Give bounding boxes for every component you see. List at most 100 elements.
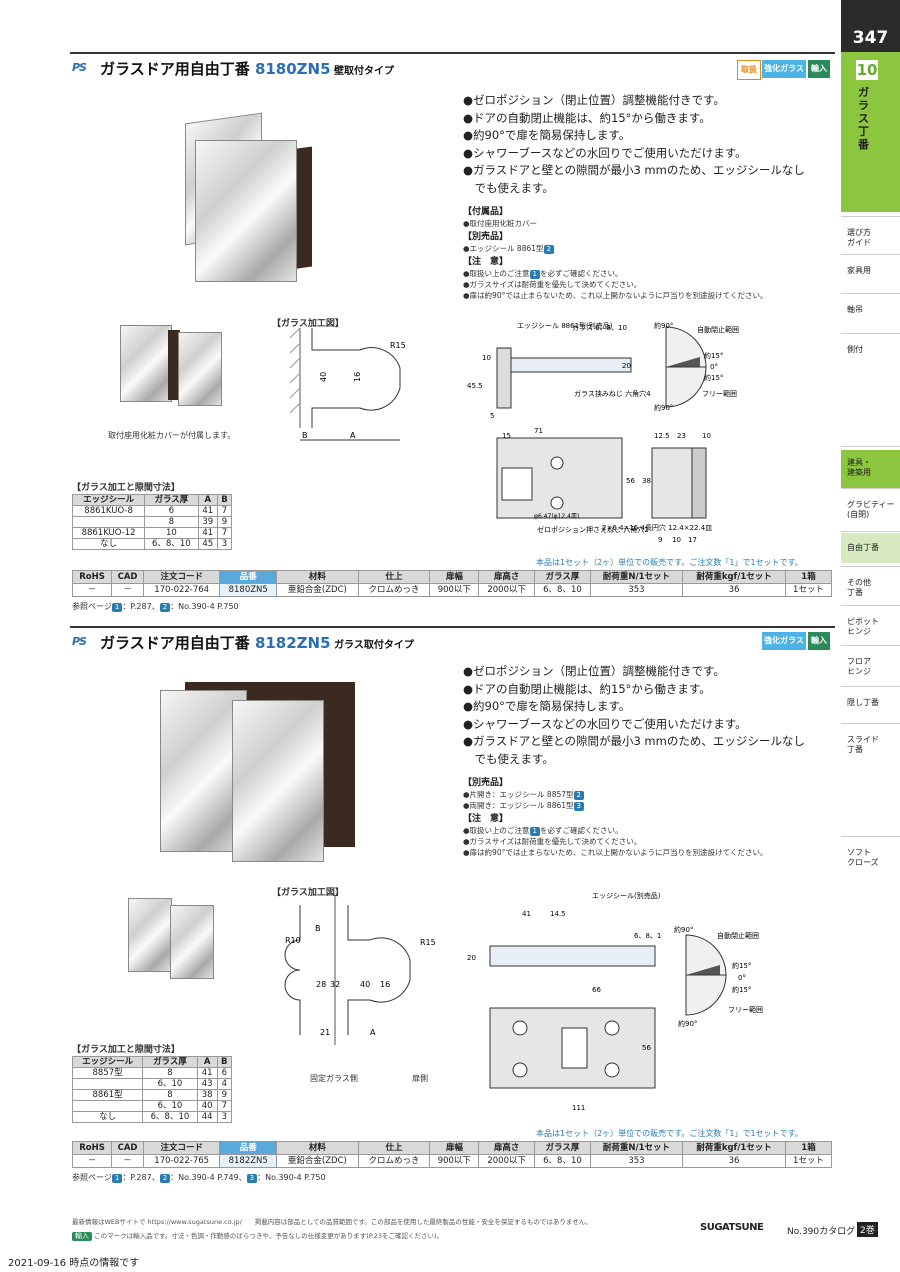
gap-table-heading: 【ガラス加工と隙間寸法】 [72, 1045, 180, 1055]
table-cell: 6、10 [142, 1100, 198, 1112]
range-0: 0° [738, 974, 746, 982]
spec-col-header: 1箱 [785, 1141, 832, 1155]
dim-40: 40 [319, 372, 328, 382]
table-cell: 10 [144, 527, 199, 539]
sidebar-item[interactable]: グラビティー (自閉) [847, 500, 895, 519]
table-cell: 900以下 [429, 583, 480, 597]
sale-note-2: 本品は1セット（2ヶ）単位での販売です。ご注文数「1」で1セットです。 [536, 1129, 803, 1138]
table-cell: 8861型 [71, 1089, 144, 1101]
sidebar-item[interactable]: フロア ヒンジ [847, 657, 871, 676]
table-cell: 8861KUO-12 [71, 527, 146, 539]
spec-col-header: 品番 [219, 570, 277, 584]
gap-col-header: ガラス厚 [144, 494, 199, 506]
ref-page[interactable]: ：P.287、 [122, 602, 160, 611]
table-cell: 43 [196, 1078, 218, 1090]
badge-import: 輸入 [808, 632, 830, 650]
sidebar-item[interactable]: スライド 丁番 [847, 735, 879, 754]
sidebar-item[interactable]: その他 丁番 [847, 578, 871, 597]
ref-page[interactable]: ：No.390-4 P.750 [257, 1173, 326, 1182]
sidebar-divider [841, 566, 900, 567]
caution-3: ●扉は約90°では止まらないため、これ以上開かないように戸当りを別途設けてくださ… [463, 848, 768, 857]
sidebar-item[interactable]: 側付 [847, 345, 863, 354]
dim-40: 40 [360, 980, 370, 989]
table-cell: クロムめっき [357, 583, 431, 597]
dim-hole-dia: φ6.47(φ12.4皿) [534, 513, 579, 520]
table-cell: 1セット [785, 583, 832, 597]
table-cell: 6、8、10 [144, 538, 199, 550]
motion-range-diagram-2: 約90° 自動閉止範囲 約15° 0° 約15° フリー範囲 約90° [674, 925, 763, 1028]
ref-page[interactable]: ：No.390-4 P.749、 [170, 1173, 247, 1182]
table-cell: 41 [196, 1067, 218, 1079]
table-cell: 8182ZN5 [219, 1154, 277, 1168]
ref-tag[interactable]: 1 [111, 603, 123, 612]
ref-tag[interactable]: 3 [246, 1174, 258, 1183]
feature-bullet: でも使えます。 [463, 180, 554, 195]
accessory-item: ●取付座用化粧カバー [463, 219, 538, 228]
spec-col-header: 耐荷重kgf/1セット [682, 570, 786, 584]
badge-tempered-glass: 強化ガラス [762, 60, 806, 78]
table-cell: なし [71, 538, 146, 550]
table-cell: クロムめっき [357, 1154, 431, 1168]
table-cell: 353 [589, 1154, 684, 1168]
sidebar-item[interactable]: 自由丁番 [847, 543, 879, 552]
sidebar-item[interactable]: 選び方 ガイド [847, 228, 871, 247]
sidebar-item[interactable]: 家具用 [847, 266, 871, 275]
sidebar-item[interactable]: 軸吊 [847, 305, 863, 314]
dim-10c: 10 [672, 536, 681, 544]
dim-hole: 2×6.4×16.4長円穴 12.4×22.4皿 [602, 523, 712, 532]
feature-bullet: ●約90°で扉を簡易保持します。 [463, 128, 631, 142]
section2-rule [70, 626, 835, 628]
dim-a: A [350, 431, 356, 440]
dim-9: 9 [658, 536, 662, 544]
footer-note-2-text: このマークは輸入品です。寸法・色調・作動感のばらつきや、予告なしの仕様変更があり… [94, 1232, 444, 1240]
spec-col-header: 材料 [276, 570, 359, 584]
sidebar-item[interactable]: ピボット ヒンジ [847, 617, 879, 636]
sidebar-divider [841, 836, 900, 837]
ref-tag[interactable]: 1 [111, 1174, 123, 1183]
brand-name: SUGATSUNE [700, 1222, 764, 1233]
glass-processing-diagram-2: B R10 R15 28 32 40 16 21 A [284, 895, 436, 1045]
range-15-a: 約15° [732, 961, 751, 970]
glass-diagram-heading: 【ガラス加工図】 [272, 888, 344, 898]
sidebar-item[interactable]: 隠し丁番 [847, 698, 879, 707]
chapter-number: 10 [856, 60, 878, 80]
ref-page[interactable]: ：P.287、 [122, 1173, 160, 1182]
dim-15: 15 [502, 432, 511, 440]
table-cell: 6 [216, 1067, 233, 1079]
ref-tag[interactable]: 2 [159, 603, 171, 612]
spec-col-header: 扉幅 [429, 1141, 480, 1155]
sidebar-divider [841, 333, 900, 334]
section2-title: ガラスドア用自由丁番 8182ZN5 ガラス取付タイプ [100, 632, 414, 653]
sidebar-item[interactable]: ソフト クローズ [847, 848, 879, 867]
ref-page[interactable]: ：No.390-4 P.750 [170, 602, 239, 611]
range-auto-close: 自動閉止範囲 [717, 931, 759, 940]
ref-tag: 1 [529, 827, 541, 836]
photo-caption: 取付座用化粧カバーが付属します。 [108, 431, 236, 440]
table-cell: － [71, 1154, 113, 1168]
table-cell: 8 [142, 1067, 198, 1079]
caution-3: ●扉は約90°では止まらないため、これ以上開かないように戸当りを別途設けてくださ… [463, 291, 768, 300]
ref-tag[interactable]: 2 [159, 1174, 171, 1183]
fixed-glass-side: 固定ガラス側 [310, 1074, 358, 1083]
dim-16: 16 [353, 372, 362, 382]
footer-note-1: 最新情報はWEBサイトで https://www.sugatsune.co.jp… [72, 1218, 592, 1226]
table-cell: 6、8、10 [142, 1111, 198, 1123]
dim-r10: R10 [285, 936, 301, 945]
range-15-b: 約15° [704, 373, 723, 382]
glass-diagram-heading: 【ガラス加工図】 [272, 319, 344, 329]
spec-col-header: ガラス厚 [534, 1141, 591, 1155]
gap-col-header: B [216, 1056, 233, 1068]
dim-38: 38 [642, 477, 651, 485]
glass-processing-diagram-1: B A R15 40 16 [290, 328, 406, 441]
motion-range-diagram-1: 約90° 自動閉止範囲 約15° 0° 約15° フリー範囲 約90° [654, 322, 739, 412]
dim-glass-screw: ガラス挟みねじ 六角穴4 [574, 389, 651, 398]
sidebar-item[interactable]: 建具・ 建築用 [847, 458, 871, 477]
sidebar-divider [841, 723, 900, 724]
